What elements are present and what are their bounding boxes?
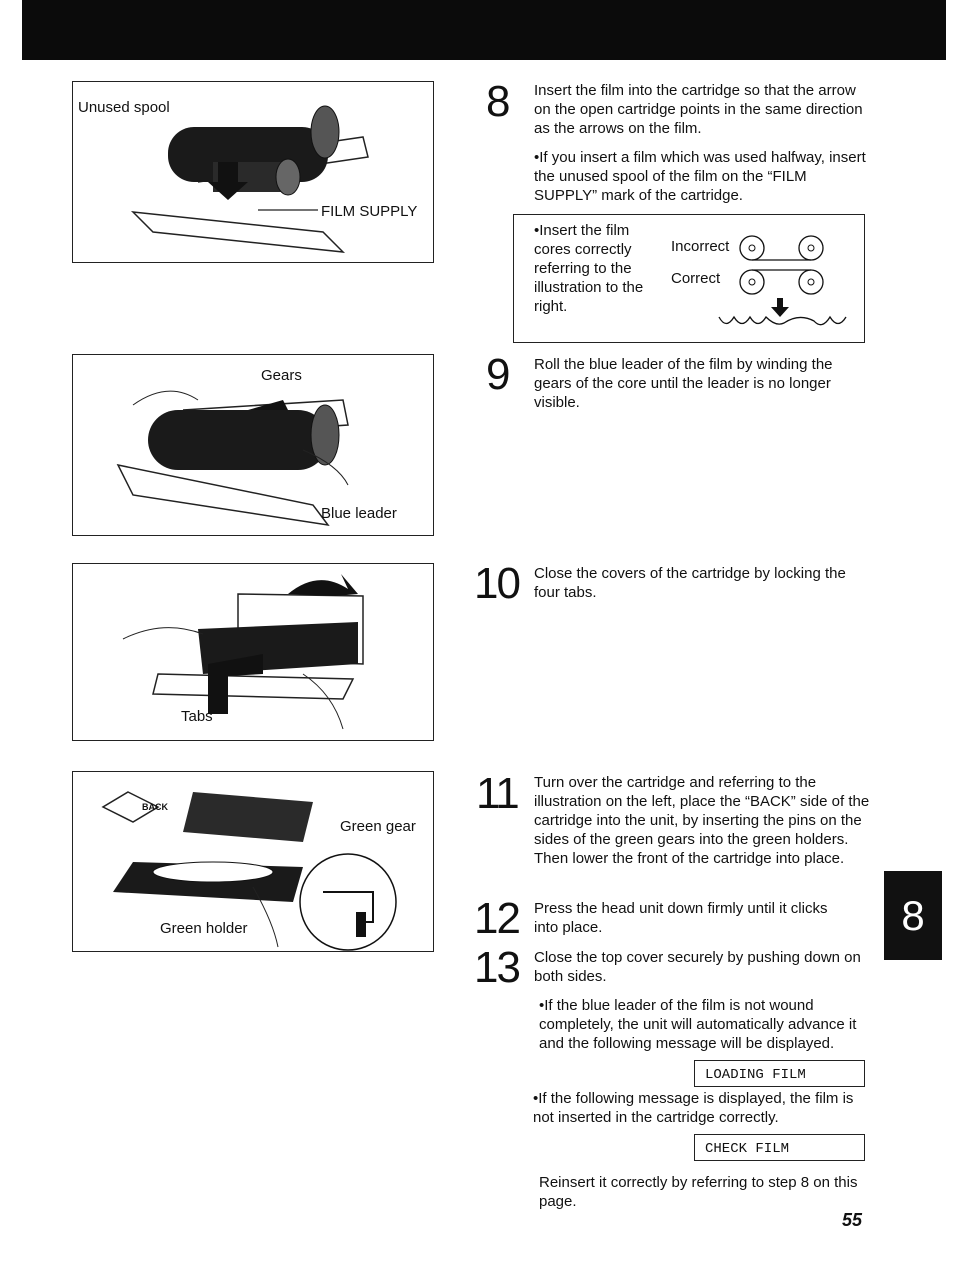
label-green-holder: Green holder [160, 920, 248, 937]
step-10-text: Close the covers of the cartridge by loc… [534, 565, 846, 601]
cartridge-illustration-1 [130, 105, 369, 253]
step-number-8: 8 [486, 77, 511, 126]
step-11-text: Turn over the cartridge and referring to… [534, 774, 870, 867]
core-orientation-diagram [718, 235, 847, 326]
figure-tabs: Tabs [72, 563, 434, 741]
label-green-gear: Green gear [340, 818, 416, 835]
unit-illustration-4 [101, 791, 397, 951]
cartridge-illustration-3 [122, 574, 364, 730]
cartridge-illustration-2 [116, 390, 349, 527]
step-number-9: 9 [486, 350, 511, 399]
back-label: BACK [142, 802, 168, 812]
step-13-bullet-2: •If the following message is displayed, … [533, 1090, 854, 1126]
step-9-text: Roll the blue leader of the film by wind… [534, 356, 833, 411]
lcd-loading-film: LOADING FILM [694, 1060, 865, 1087]
step-8-bullet: •If you insert a film which was used hal… [534, 149, 866, 204]
figure-green-gear: BACK Green gear Green holder [72, 771, 434, 952]
step-12-text: Press the head unit down firmly until it… [534, 900, 828, 936]
lcd-check-film: CHECK FILM [694, 1134, 865, 1161]
note-text: •Insert the film cores correctly referri… [534, 222, 644, 315]
label-gears: Gears [261, 367, 302, 384]
note-incorrect-label: Incorrect [671, 238, 730, 255]
label-blue-leader: Blue leader [321, 505, 397, 522]
step-13-bullet-1: •If the blue leader of the film is not w… [539, 997, 857, 1052]
note-box: •Insert the film cores correctly referri… [513, 214, 865, 343]
step-number-13: 13 [474, 943, 521, 992]
label-film-supply: FILM SUPPLY [321, 203, 418, 220]
step-8-text: Insert the film into the cartridge so th… [534, 82, 863, 137]
step-number-10: 10 [474, 559, 521, 608]
section-tab: 8 [884, 871, 942, 960]
label-unused-spool: Unused spool [78, 99, 170, 116]
header-bar [22, 0, 946, 60]
step-13-text: Close the top cover securely by pushing … [534, 949, 861, 985]
page-number: 55 [842, 1210, 863, 1230]
step-number-12: 12 [474, 894, 521, 943]
step-number-11: 11 [476, 769, 520, 818]
note-correct-label: Correct [671, 270, 721, 287]
step-13-final-text: Reinsert it correctly by referring to st… [539, 1174, 858, 1210]
figure-gears: Gears Blue leader [72, 354, 434, 536]
label-tabs: Tabs [181, 708, 213, 725]
figure-unused-spool: Unused spool FILM SUPPLY [72, 81, 434, 263]
